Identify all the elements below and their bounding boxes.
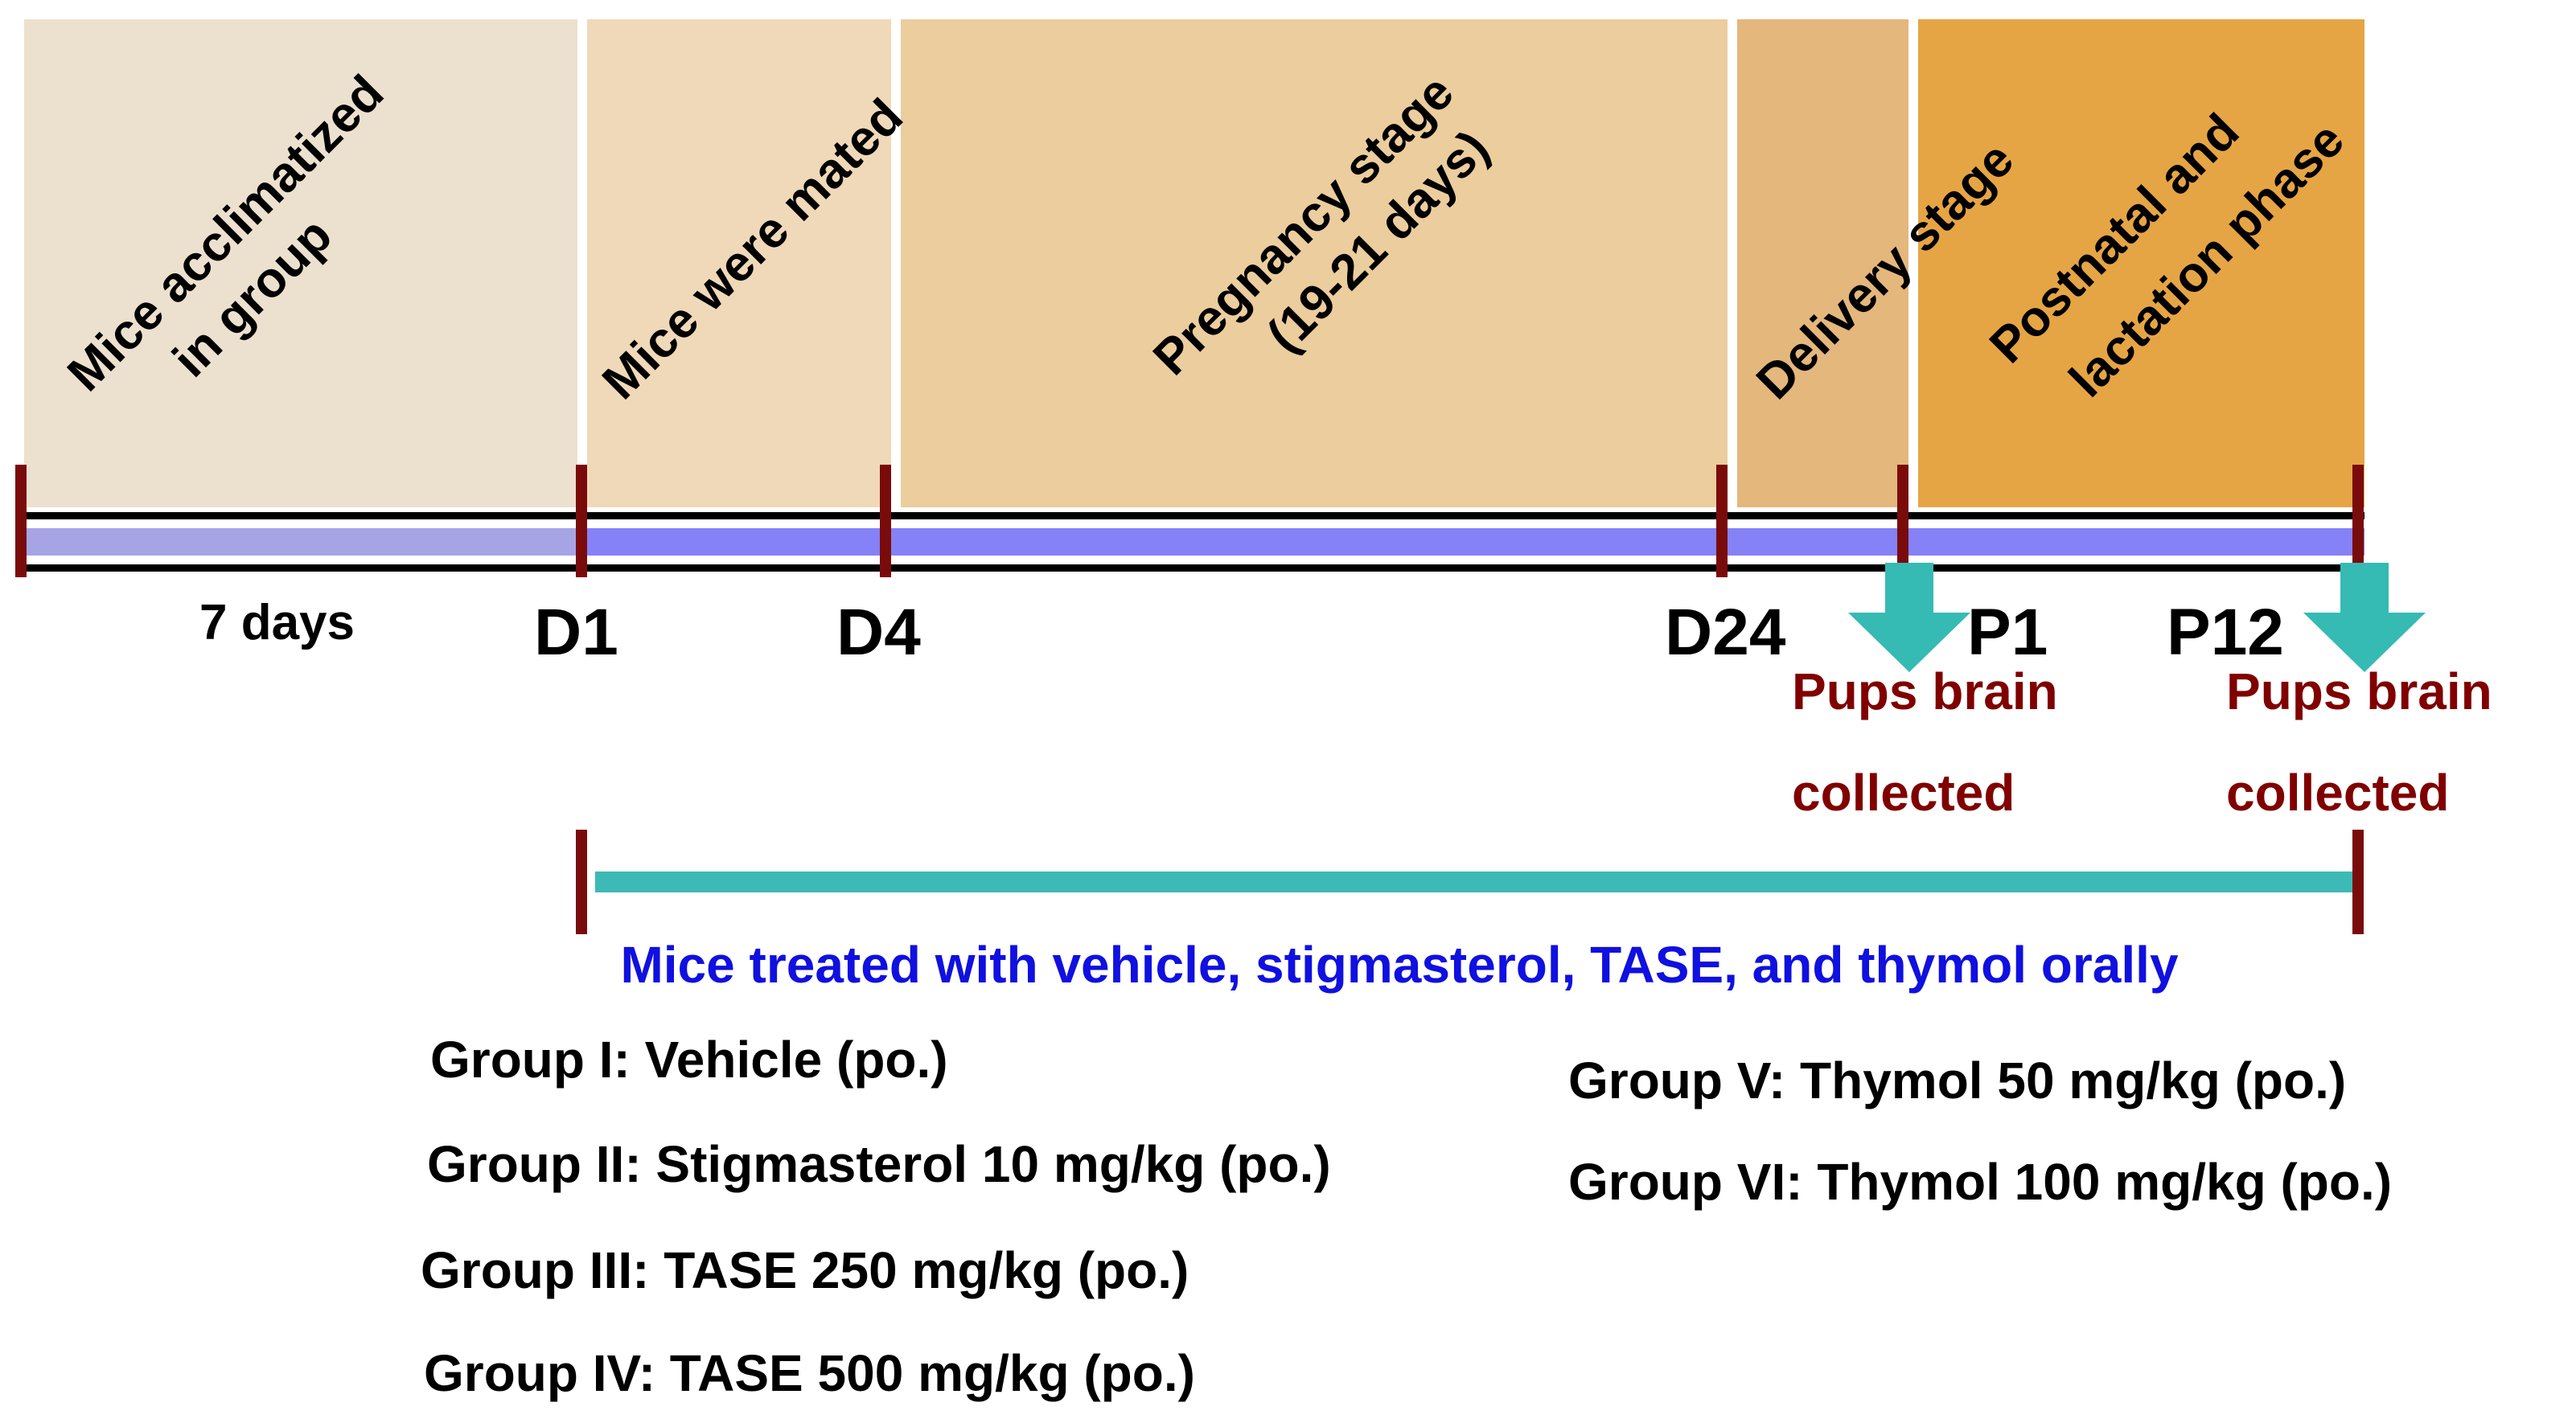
day-label-p12: P12	[2167, 596, 2284, 669]
timeline-rail-bottom	[24, 564, 2364, 572]
day-label-p1: P1	[1967, 596, 2048, 669]
group-item-5: Group V: Thymol 50 mg/kg (po.)	[1568, 1052, 2346, 1109]
day-label-d1: D1	[534, 596, 618, 669]
stage-panel-acclimatization	[24, 19, 577, 507]
stage-panel-delivery	[1737, 19, 1908, 507]
down-arrow-icon-p1	[1848, 563, 1970, 672]
treatment-label: Mice treated with vehicle, stigmasterol,…	[620, 936, 2179, 994]
duration-label: 7 days	[199, 595, 355, 650]
group-item-1: Group I: Vehicle (po.)	[430, 1031, 948, 1089]
timeline-tick-d1	[576, 465, 587, 577]
collection-label-p12-line1: Pups brain	[2226, 662, 2492, 720]
group-item-2: Group II: Stigmasterol 10 mg/kg (po.)	[427, 1135, 1331, 1193]
stage-panel-mating	[587, 19, 891, 507]
treatment-tick-start	[576, 830, 587, 934]
stage-panel-postnatal	[1918, 19, 2364, 507]
down-arrow-icon-p12	[2303, 563, 2426, 672]
timeline-track-main	[587, 528, 2364, 556]
group-item-6: Group VI: Thymol 100 mg/kg (po.)	[1568, 1153, 2392, 1211]
collection-label-p1-line1: Pups brain	[1792, 662, 2058, 720]
day-label-d4: D4	[836, 596, 921, 669]
timeline-tick-p12	[2352, 465, 2364, 577]
collection-label-p12-line2: collected	[2226, 764, 2449, 822]
timeline-tick-d24	[1716, 465, 1728, 577]
stage-panel-pregnancy	[901, 19, 1728, 507]
collection-label-p1-line2: collected	[1792, 764, 2015, 822]
timeline-rail-top	[24, 512, 2364, 519]
day-label-d24: D24	[1665, 596, 1786, 669]
timeline-tick-p1	[1897, 465, 1908, 577]
timeline-tick-d4	[880, 465, 891, 577]
timeline-track-acclimatization	[24, 528, 577, 556]
treatment-tick-end	[2352, 830, 2364, 934]
treatment-bar	[595, 871, 2352, 892]
group-item-4: Group IV: TASE 500 mg/kg (po.)	[424, 1344, 1195, 1402]
timeline-tick-start	[15, 465, 27, 577]
group-item-3: Group III: TASE 250 mg/kg (po.)	[421, 1241, 1189, 1299]
